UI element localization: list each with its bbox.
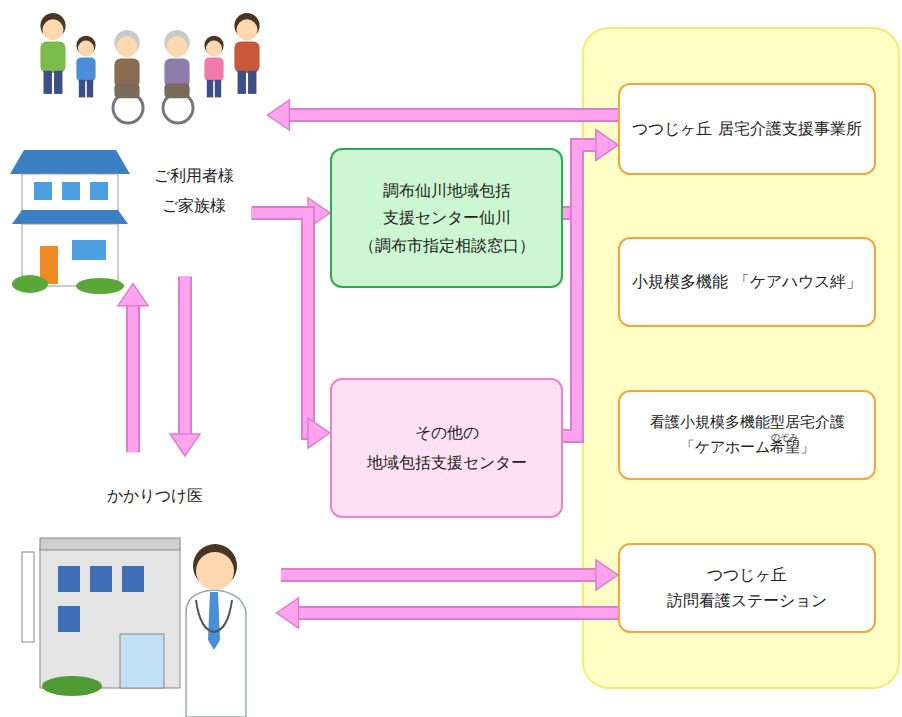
arrow-outline (286, 108, 618, 122)
flow-arrow (563, 130, 618, 436)
service-panel (583, 28, 899, 688)
circle-outline (20, 35, 265, 280)
node-label: つつじヶ丘 訪問看護ステーション (630, 562, 864, 613)
node-label: 小規模多機能 「ケアハウス絆」 (632, 266, 861, 298)
ruby-text: のぞみ (771, 433, 798, 442)
clinic-building (22, 538, 180, 696)
user-circle: ご利用者様 ご家族様 (20, 35, 265, 280)
arrow-outline (126, 303, 140, 453)
arrow-shaft (128, 303, 138, 453)
arrow-shaft (180, 276, 190, 437)
arrow-head (277, 598, 299, 628)
service-box: 小規模多機能 「ケアハウス絆」 (618, 237, 876, 327)
flow-arrow (170, 276, 200, 456)
node-label: つつじヶ丘 居宅介護支援事業所 (632, 116, 861, 142)
flow-arrow (267, 100, 618, 130)
flow-arrow (118, 284, 148, 453)
arrow-head (170, 434, 200, 456)
arrow-outline (296, 606, 618, 620)
doctor-figure (186, 544, 246, 717)
arrow-outline (252, 213, 311, 433)
arrow-outline (281, 568, 599, 582)
arrow-head (118, 284, 148, 306)
arrow-shaft (252, 213, 311, 433)
node-label: かかりつけ医 (90, 485, 220, 507)
node-label: （調布市指定相談窓口） (359, 232, 535, 259)
house-icon (10, 150, 130, 294)
arrow-shaft (286, 110, 618, 120)
arrow-head (596, 130, 618, 160)
arrow-head (308, 418, 330, 448)
flow-arrow (277, 598, 618, 628)
flow-arrow (281, 560, 618, 590)
node-label: その他の 地域包括支援センター (342, 418, 551, 479)
node-label: ご利用者様 ご家族様 (146, 161, 242, 222)
node-label: 看護小規模多機能型居宅介護 (650, 410, 845, 436)
circle-shape (21, 36, 264, 279)
arrow-head (596, 130, 618, 160)
doctor-circle: かかりつけ医 (25, 455, 275, 705)
flow-arrow (252, 213, 330, 448)
circle-shape (26, 456, 274, 704)
arrow-head (267, 100, 289, 130)
family-figure (40, 13, 259, 123)
center-box: その他の 地域包括支援センター (330, 378, 563, 518)
node-label: 調布仙川地域包括 支援センター仙川 (342, 177, 551, 231)
arrow-shaft (563, 145, 599, 436)
service-box: つつじヶ丘 居宅介護支援事業所 (618, 83, 876, 175)
service-box: つつじヶ丘 訪問看護ステーション (618, 543, 876, 633)
arrow-outline (563, 145, 599, 436)
arrow-head (596, 560, 618, 590)
arrow-outline (178, 276, 192, 437)
arrow-shaft (296, 608, 618, 618)
service-box: 看護小規模多機能型居宅介護「ケアホーム希望」のぞみ (618, 390, 876, 480)
center-box: 調布仙川地域包括 支援センター仙川（調布市指定相談窓口） (330, 148, 563, 288)
arrow-shaft (281, 570, 599, 580)
